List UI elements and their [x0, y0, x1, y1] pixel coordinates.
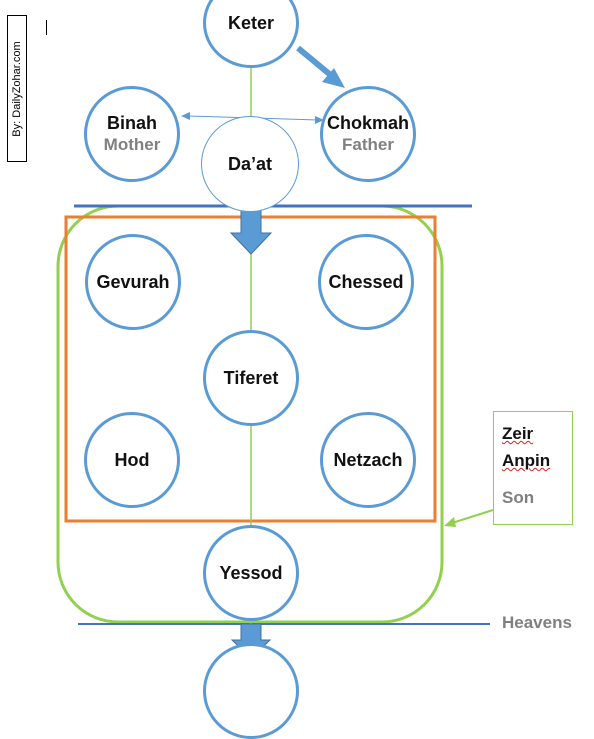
- binah-label: Binah: [106, 113, 157, 133]
- hod-label: Hod: [114, 449, 150, 470]
- chokmah-label: Chokmah: [326, 113, 409, 133]
- daat-label: Da’at: [227, 153, 272, 174]
- credit-label: By: DailyZohar.com: [7, 15, 27, 162]
- binah-arrow-head: [181, 112, 190, 120]
- chessed-label: Chessed: [328, 271, 404, 292]
- node-chessed: Chessed: [318, 234, 414, 330]
- gevurah-label: Gevurah: [96, 271, 170, 292]
- heavens-label: Heavens: [502, 613, 572, 632]
- son-pointer-head: [444, 517, 456, 527]
- anpin-label: Anpin: [502, 451, 551, 470]
- keter-chokmah-arrow-head: [322, 68, 345, 88]
- zeir-anpin-label-box: Zeir Anpin Son: [493, 411, 573, 525]
- keter-chokmah-arrow-shaft: [296, 45, 335, 80]
- chokmah-sub-label: Father: [342, 135, 394, 154]
- node-netzach: Netzach: [320, 412, 416, 508]
- node-tiferet: Tiferet: [203, 330, 299, 426]
- netzach-label: Netzach: [333, 449, 403, 470]
- node-binah: Binah Mother: [84, 86, 180, 182]
- son-pointer-line: [451, 509, 494, 524]
- zeir-label: Zeir: [502, 424, 534, 443]
- chokmah-arrow-head: [315, 116, 324, 124]
- yessod-label: Yessod: [219, 562, 283, 583]
- binah-sub-label: Mother: [103, 135, 161, 154]
- keter-label: Keter: [227, 12, 275, 33]
- node-hod: Hod: [84, 412, 180, 508]
- tiferet-label: Tiferet: [223, 367, 279, 388]
- node-daat: Da’at: [201, 116, 299, 212]
- node-yessod: Yessod: [203, 525, 299, 621]
- credit-text: By: DailyZohar.com: [11, 40, 23, 137]
- node-gevurah: Gevurah: [85, 234, 181, 330]
- node-chokmah: Chokmah Father: [320, 86, 416, 182]
- text-cursor: [46, 20, 47, 35]
- son-label: Son: [502, 488, 535, 507]
- node-malchut-partial: [203, 643, 299, 739]
